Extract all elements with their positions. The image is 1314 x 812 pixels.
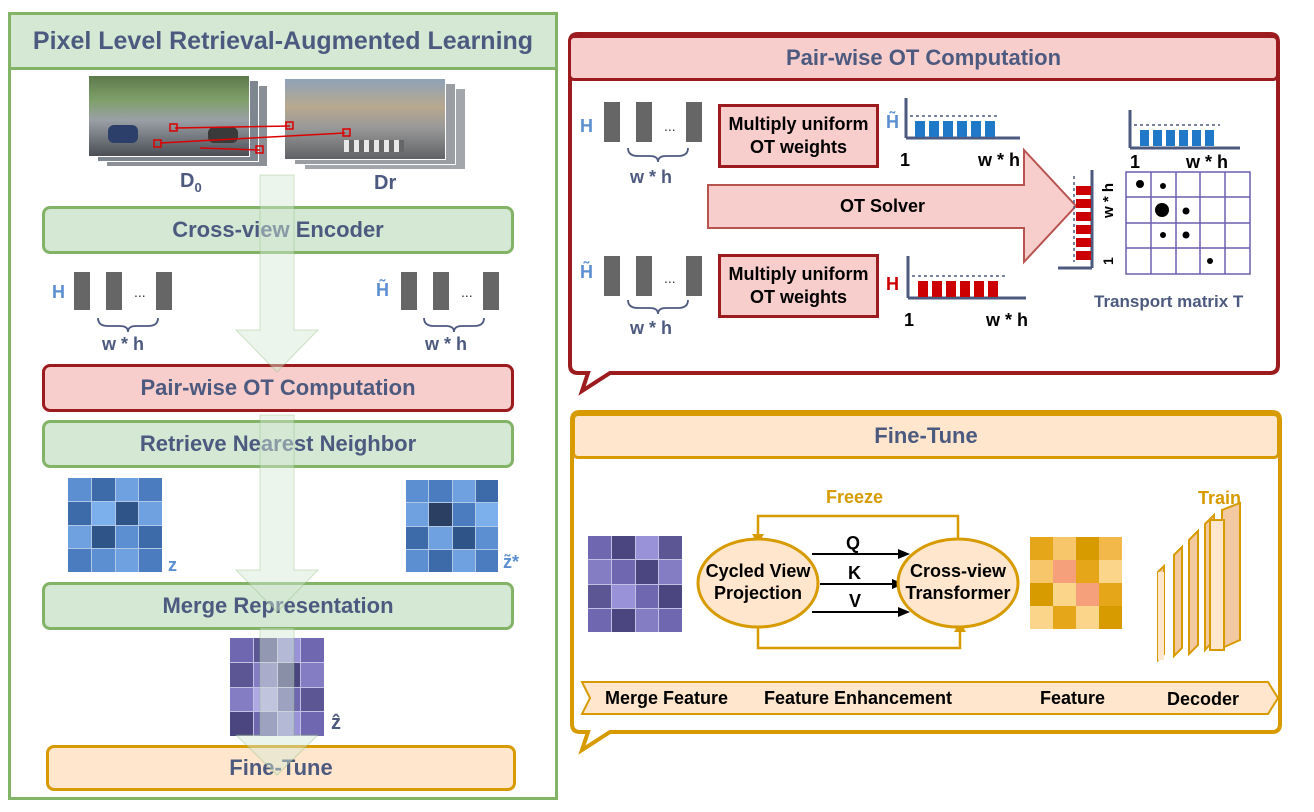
zhat-label: ẑ xyxy=(331,712,341,734)
feature-bar xyxy=(636,102,652,142)
feature-bar xyxy=(433,272,449,310)
ft-panel-title: Fine-Tune xyxy=(572,413,1280,459)
ot-h-label: H xyxy=(580,116,593,136)
freeze-label: Freeze xyxy=(826,487,884,507)
finetune-box-left: Fine-Tune xyxy=(46,745,516,791)
dots: ... xyxy=(664,270,676,286)
axis-one: 1 xyxy=(904,310,915,330)
axis-one-right: 1 xyxy=(1130,152,1141,172)
k-label: K xyxy=(848,563,861,583)
q-label: Q xyxy=(846,533,861,553)
h-label-left: H xyxy=(52,282,65,302)
solver-label: OT Solver xyxy=(840,196,926,216)
dr-label: Dr xyxy=(374,172,397,194)
transport-matrix-label: Transport matrix T xyxy=(1094,292,1244,311)
ot-panel-title: Pair-wise OT Computation xyxy=(568,35,1279,81)
retrieve-nn-box: Retrieve Nearest Neighbor xyxy=(42,420,514,468)
feature-bar xyxy=(604,256,620,296)
hist-bottom-label: H xyxy=(886,274,899,294)
axis-one-vertical: 1 xyxy=(1100,257,1116,265)
feature-bar xyxy=(686,102,702,142)
merge-representation-box: Merge Representation xyxy=(42,582,514,630)
wh-label: w * h xyxy=(630,318,673,338)
hist-top-label: H̃ xyxy=(886,112,899,132)
feature-bar xyxy=(401,272,417,310)
dots: ... xyxy=(461,284,473,300)
feature-bar xyxy=(156,272,172,310)
axis-wh-vertical: w * h xyxy=(1100,182,1117,218)
train-label: Train xyxy=(1198,488,1242,508)
htilde-label-left: H̃ xyxy=(376,280,389,300)
image-d0 xyxy=(88,75,268,167)
pairwise-ot-box: Pair-wise OT Computation xyxy=(42,364,514,412)
d0-label: D0 xyxy=(180,170,202,195)
cross-view-encoder-box: Cross-view Encoder xyxy=(42,206,514,254)
wh-label: w * h xyxy=(630,167,673,187)
bar-merge-feature: Merge Feature xyxy=(605,688,729,708)
v-label: V xyxy=(849,591,862,611)
axis-one: 1 xyxy=(900,150,911,170)
feature-bar xyxy=(483,272,499,310)
feature-bar xyxy=(636,256,652,296)
bar-feature: Feature xyxy=(1040,688,1106,708)
ot-htilde-label: H̃ xyxy=(580,262,593,282)
feature-bar xyxy=(686,256,702,296)
wh-label: w * h xyxy=(425,334,468,354)
z-label: z xyxy=(168,555,177,575)
dots: ... xyxy=(134,284,146,300)
feature-bar xyxy=(74,272,90,310)
z-feature-grid xyxy=(68,478,162,572)
feature-bar xyxy=(106,272,122,310)
zhat-feature-grid xyxy=(230,638,324,736)
zstar-feature-grid xyxy=(406,480,498,572)
zstar-label: z̃* xyxy=(503,552,520,572)
axis-wh: w * h xyxy=(978,150,1021,170)
wh-label: w * h xyxy=(102,334,145,354)
dots: ... xyxy=(664,118,676,134)
bar-decoder: Decoder xyxy=(1167,689,1240,709)
merge-feature-grid xyxy=(588,536,682,632)
axis-wh-right: w * h xyxy=(1186,152,1229,172)
feature-bar xyxy=(604,102,620,142)
image-dr xyxy=(284,78,469,170)
axis-wh: w * h xyxy=(986,310,1029,330)
left-panel-title: Pixel Level Retrieval-Augmented Learning xyxy=(8,12,558,70)
bar-feature-enhancement: Feature Enhancement xyxy=(764,688,953,708)
